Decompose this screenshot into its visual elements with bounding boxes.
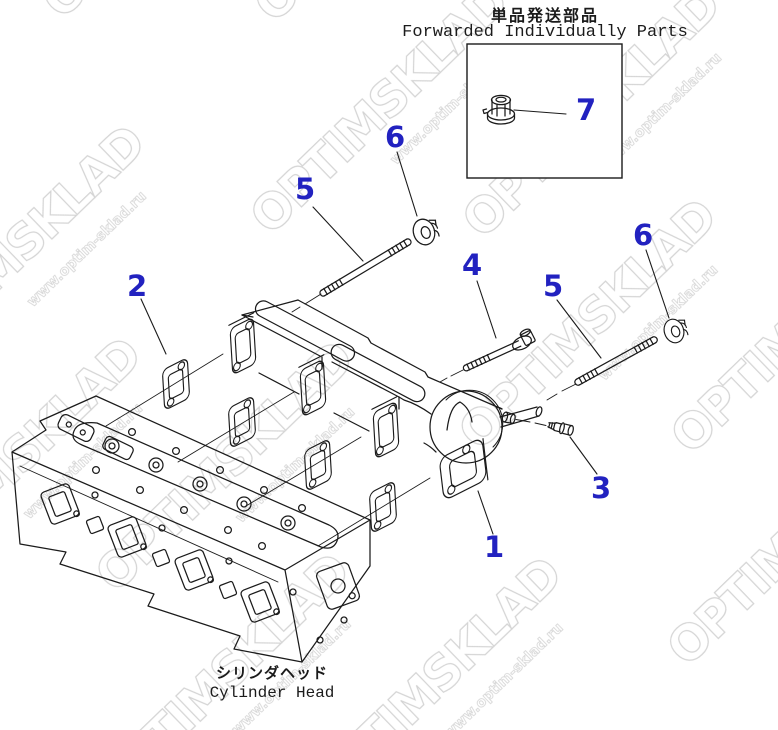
forwarded-title-ja: 単品発送部品 xyxy=(490,6,599,25)
callout-5-right[interactable]: 5 xyxy=(543,269,564,303)
nut-left-drawing xyxy=(412,218,440,246)
callout-3[interactable]: 3 xyxy=(591,471,612,505)
stud-left-drawing xyxy=(291,238,412,313)
callout-4[interactable]: 4 xyxy=(462,248,483,282)
leader-lines xyxy=(140,109,670,535)
assembly-centerlines xyxy=(105,353,431,547)
callout-7[interactable]: 7 xyxy=(576,93,597,127)
nut-right-drawing xyxy=(663,318,689,344)
caption-ja: シリンダヘッド xyxy=(215,664,328,682)
cylinder-head-drawing xyxy=(11,395,371,663)
callout-6-left[interactable]: 6 xyxy=(385,120,406,154)
forwarded-title-en: Forwarded Individually Parts xyxy=(402,23,688,42)
nut-drawing xyxy=(482,94,516,125)
manifold-drawing xyxy=(228,299,543,499)
gasket-drawings xyxy=(162,359,397,532)
callout-6-right[interactable]: 6 xyxy=(633,218,654,252)
bolt-drawing xyxy=(439,328,536,383)
stud-right-drawing xyxy=(546,336,658,401)
caption-en: Cylinder Head xyxy=(209,684,335,702)
forwarded-parts-box xyxy=(466,43,623,179)
callout-2[interactable]: 2 xyxy=(127,269,148,303)
callout-1[interactable]: 1 xyxy=(484,530,505,564)
plug-drawing xyxy=(515,419,574,436)
callout-5-left[interactable]: 5 xyxy=(295,172,316,206)
